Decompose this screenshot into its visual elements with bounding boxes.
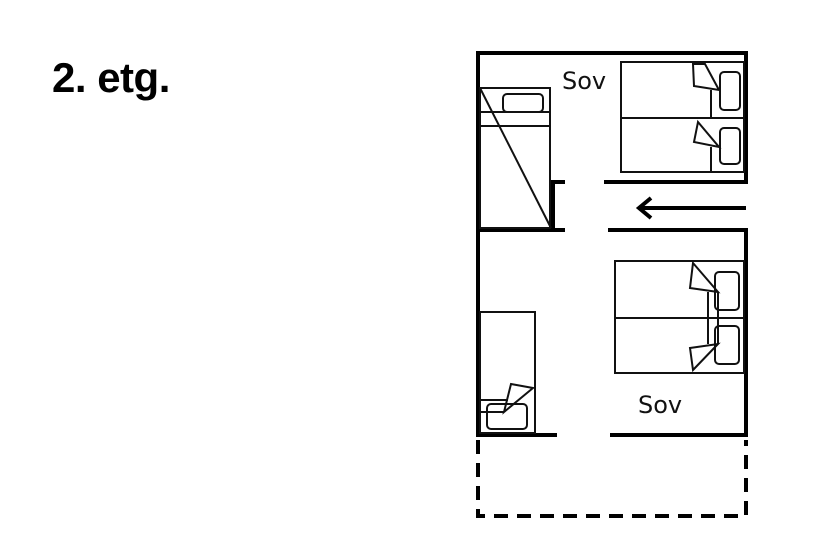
bed-top-2 (620, 117, 745, 173)
beds (479, 61, 745, 434)
room-label: Sov (638, 391, 682, 419)
double-bed (614, 260, 745, 374)
balcony-dashed-outline (476, 440, 748, 518)
room-label: Sov (562, 67, 606, 95)
single-bed (479, 311, 536, 434)
bunk-bed-left (479, 87, 552, 229)
arrow-icon (635, 196, 746, 220)
floor-title: 2. etg. (52, 54, 170, 101)
walls (476, 51, 748, 437)
bed-top-1 (620, 61, 745, 119)
